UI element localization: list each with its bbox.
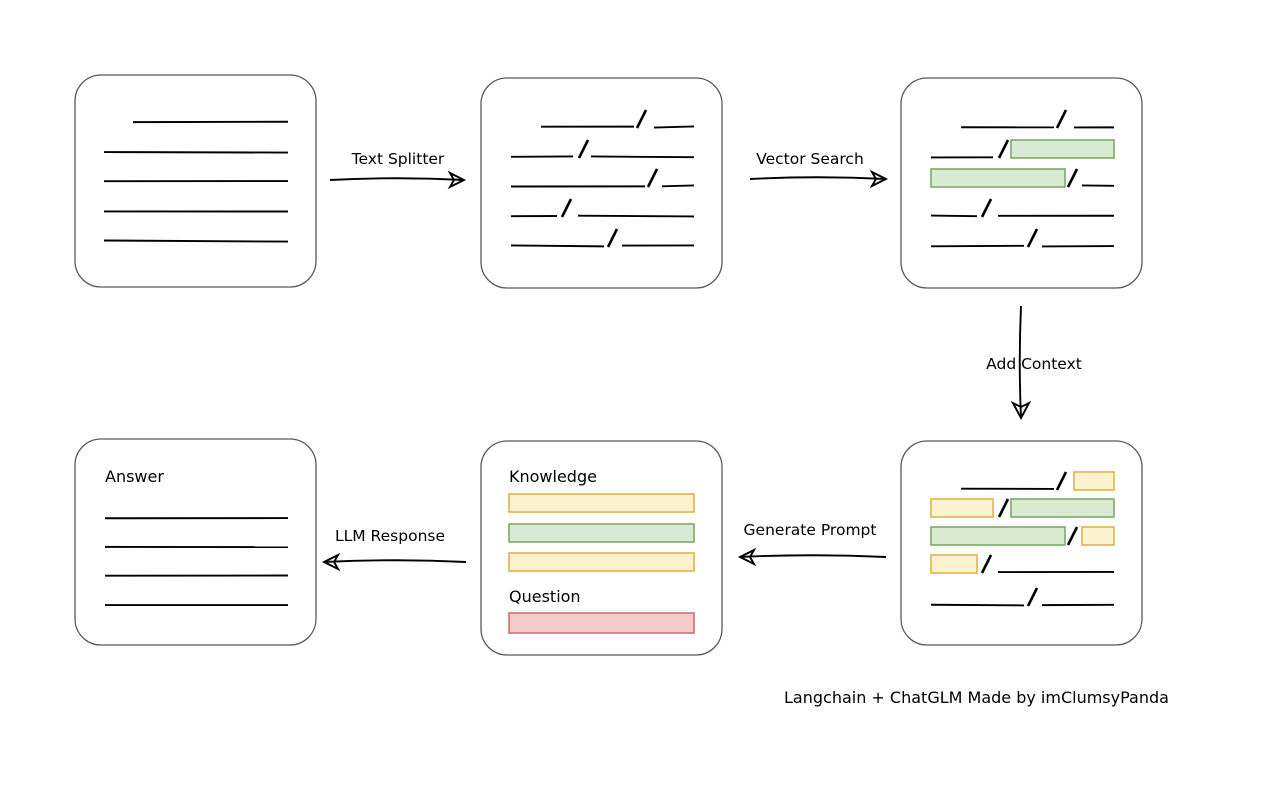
- segment-separator-slash: [997, 498, 1010, 518]
- text-line: [103, 151, 289, 154]
- node-source-document[interactable]: [74, 74, 317, 288]
- highlight-chip-yellow: [1073, 471, 1115, 491]
- arrow-head: [1010, 400, 1032, 421]
- text-line: [590, 155, 695, 159]
- segment-separator-slash: [997, 139, 1010, 159]
- edge-generate-prompt[interactable]: Generate Prompt: [737, 521, 887, 567]
- segment-separator-slash: [635, 109, 648, 129]
- card-outline-split-chunks: [480, 77, 723, 289]
- segment-separator-slash: [1055, 471, 1068, 491]
- node-prompt[interactable]: Knowledge Question: [480, 440, 723, 656]
- content-vector-matched: [930, 109, 1115, 248]
- text-line: [930, 214, 978, 218]
- text-line: [661, 184, 695, 188]
- segment-separator-slash: [1026, 228, 1039, 248]
- arrow-shaft: [329, 177, 465, 181]
- segment-separator-slash: [980, 198, 993, 218]
- knowledge-label: Knowledge: [509, 467, 597, 486]
- segment-separator-slash: [606, 228, 619, 248]
- highlight-chip-yellow: [930, 554, 978, 574]
- text-line: [930, 244, 1025, 248]
- highlight-chip-green: [1010, 498, 1115, 518]
- edge-llm-response[interactable]: LLM Response: [321, 527, 467, 572]
- segment-separator-slash: [1066, 168, 1079, 188]
- prompt-bar-red: [508, 612, 695, 634]
- card-outline-answer: [74, 438, 317, 646]
- segment-separator-slash: [577, 139, 590, 159]
- text-line: [577, 214, 695, 218]
- segment-separator-slash: [1026, 587, 1039, 607]
- content-source-document: [103, 120, 289, 243]
- arrow-shaft: [739, 554, 887, 558]
- edge-add-context[interactable]: Add Context: [986, 305, 1082, 421]
- highlight-chip-green: [930, 168, 1066, 188]
- arrow-head: [869, 169, 889, 189]
- edge-text-splitter[interactable]: Text Splitter: [329, 150, 467, 190]
- text-line: [930, 603, 1025, 607]
- text-line: [510, 244, 605, 248]
- edge-label-add-context: Add Context: [986, 355, 1082, 373]
- content-split-chunks: [510, 109, 695, 248]
- edge-label-vector-search: Vector Search: [756, 150, 864, 168]
- content-answer: [104, 517, 289, 607]
- edge-label-generate-prompt: Generate Prompt: [744, 521, 877, 539]
- highlight-chip-green: [1010, 139, 1115, 159]
- highlight-chip-yellow: [930, 498, 994, 518]
- edge-label-llm-response: LLM Response: [335, 527, 445, 545]
- question-label: Question: [509, 587, 581, 606]
- segment-separator-slash: [646, 168, 659, 188]
- text-line: [103, 239, 289, 243]
- content-context-added: [930, 471, 1115, 607]
- segment-separator-slash: [1055, 109, 1068, 129]
- arrow-head: [447, 170, 467, 190]
- text-line: [653, 125, 695, 129]
- answer-title: Answer: [105, 467, 164, 486]
- highlight-chip-green: [930, 526, 1066, 546]
- arrow-shaft: [749, 176, 887, 180]
- segment-separator-slash: [1066, 526, 1079, 546]
- node-context-added[interactable]: [900, 440, 1143, 646]
- node-answer[interactable]: Answer: [74, 438, 317, 646]
- highlight-chip-yellow: [1081, 526, 1115, 546]
- prompt-bar-yellow: [508, 552, 695, 572]
- edge-label-text-splitter: Text Splitter: [351, 150, 445, 168]
- arrow-shaft: [323, 559, 467, 563]
- prompt-bar-yellow: [508, 493, 695, 513]
- node-split-chunks[interactable]: [480, 77, 723, 289]
- arrow-head: [321, 552, 341, 572]
- edge-vector-search[interactable]: Vector Search: [749, 150, 889, 189]
- node-vector-matched[interactable]: [900, 77, 1143, 289]
- footer-credit: Langchain + ChatGLM Made by imClumsyPand…: [784, 688, 1169, 707]
- prompt-bar-green: [508, 523, 695, 543]
- segment-separator-slash: [560, 198, 573, 218]
- arrow-head: [737, 547, 757, 567]
- segment-separator-slash: [980, 554, 993, 574]
- prompt-bars: [508, 493, 695, 634]
